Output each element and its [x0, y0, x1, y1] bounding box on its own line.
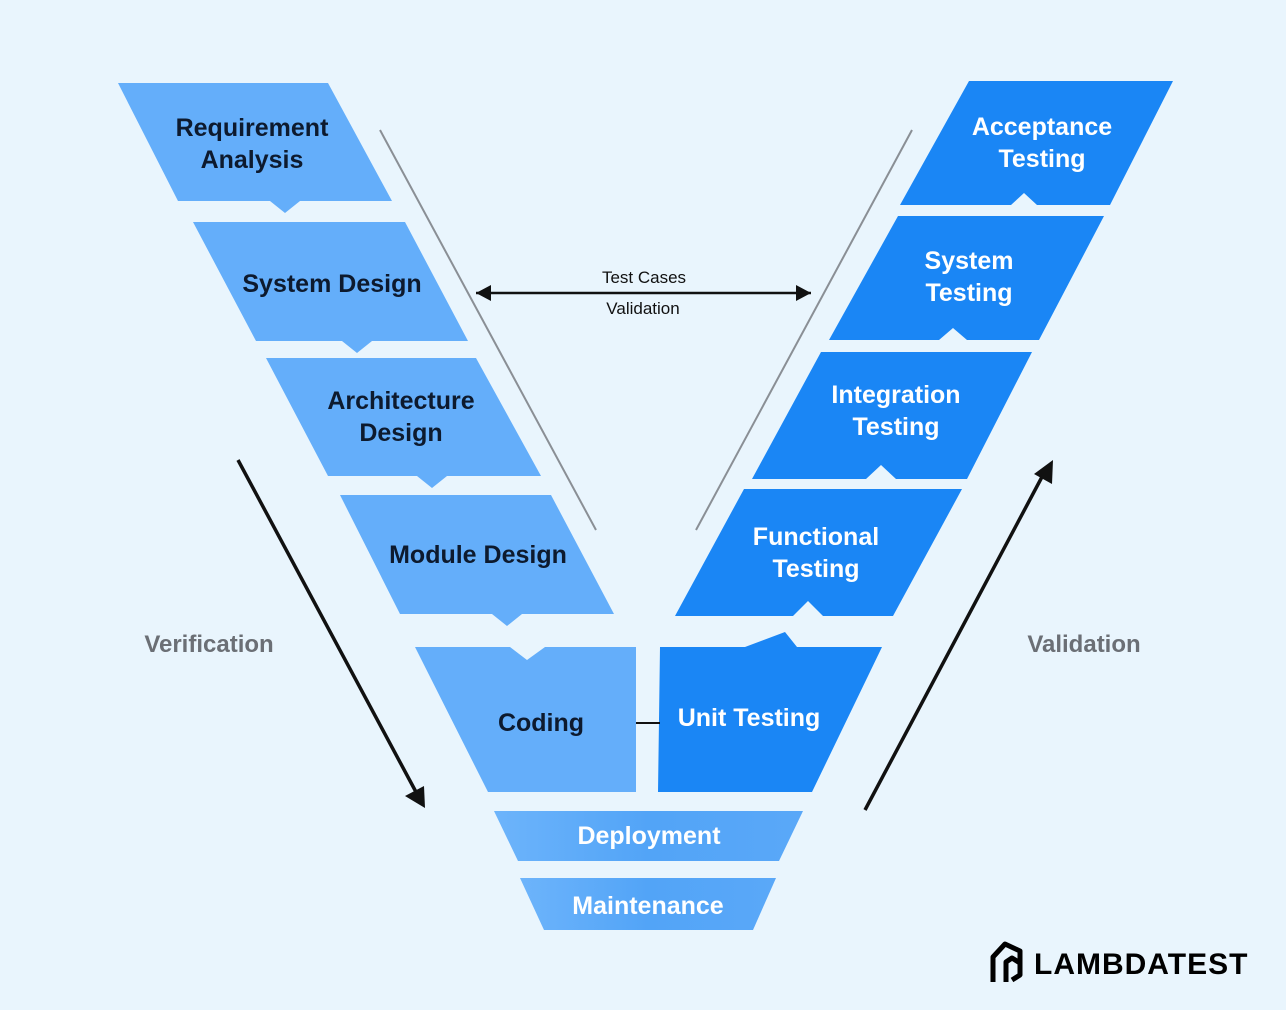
phase-label-line2: Testing: [852, 413, 939, 441]
phase-label-line2: Testing: [772, 555, 859, 583]
verification-arrow: [236, 459, 425, 808]
phase-label-line2: Testing: [925, 279, 1012, 307]
phase-label-line1: Integration: [831, 381, 960, 409]
phase-label-line2: Analysis: [201, 146, 304, 174]
phase-label-line2: Design: [359, 419, 442, 447]
phase-label-line1: System: [925, 247, 1014, 275]
right-phase-unit-testing: Unit Testing: [658, 632, 882, 792]
phase-label: Maintenance: [572, 892, 724, 920]
bottom-phase-maintenance: Maintenance: [520, 878, 776, 930]
bottom-phase-deployment: Deployment: [494, 811, 803, 861]
phase-label-line1: Acceptance: [972, 113, 1112, 141]
right-guide-line: [695, 129, 913, 531]
left-phase-system-design: System Design: [193, 222, 468, 353]
phase-label-line1: System Design: [242, 270, 421, 298]
test-cases-label: Test Cases: [602, 268, 686, 287]
phase-label-line1: Unit Testing: [678, 704, 821, 732]
phase-label-line1: Coding: [498, 709, 584, 737]
left-phase-module-design: Module Design: [340, 495, 614, 626]
right-phase-integration-testing: Integration Testing: [752, 352, 1032, 479]
phase-label-line1: Module Design: [389, 541, 567, 569]
validation-middle-label: Validation: [606, 299, 679, 318]
lambdatest-logo-icon: [990, 941, 1023, 983]
verification-label: Verification: [144, 631, 273, 658]
phase-label-line1: Architecture: [327, 387, 474, 415]
phase-label-line2: Testing: [998, 145, 1085, 173]
left-guide-line: [379, 129, 597, 531]
right-phase-functional-testing: Functional Testing: [675, 489, 962, 616]
validation-label: Validation: [1027, 631, 1140, 658]
phase-label-line1: Functional: [753, 523, 879, 551]
left-phase-coding: Coding: [415, 647, 636, 792]
left-phase-requirement-analysis: Requirement Analysis: [118, 83, 392, 213]
test-cases-validation-arrow: Test Cases Validation: [476, 268, 811, 318]
validation-arrow: [863, 460, 1053, 811]
lambdatest-logo: LAMBDATEST: [990, 941, 1248, 983]
left-phase-architecture-design: Architecture Design: [266, 358, 541, 488]
right-phase-acceptance-testing: Acceptance Testing: [900, 81, 1173, 205]
logo-text: LAMBDATEST: [1034, 948, 1248, 981]
right-phase-system-testing: System Testing: [829, 216, 1104, 340]
phase-label: Deployment: [577, 822, 721, 850]
phase-label-line1: Requirement: [176, 114, 329, 142]
